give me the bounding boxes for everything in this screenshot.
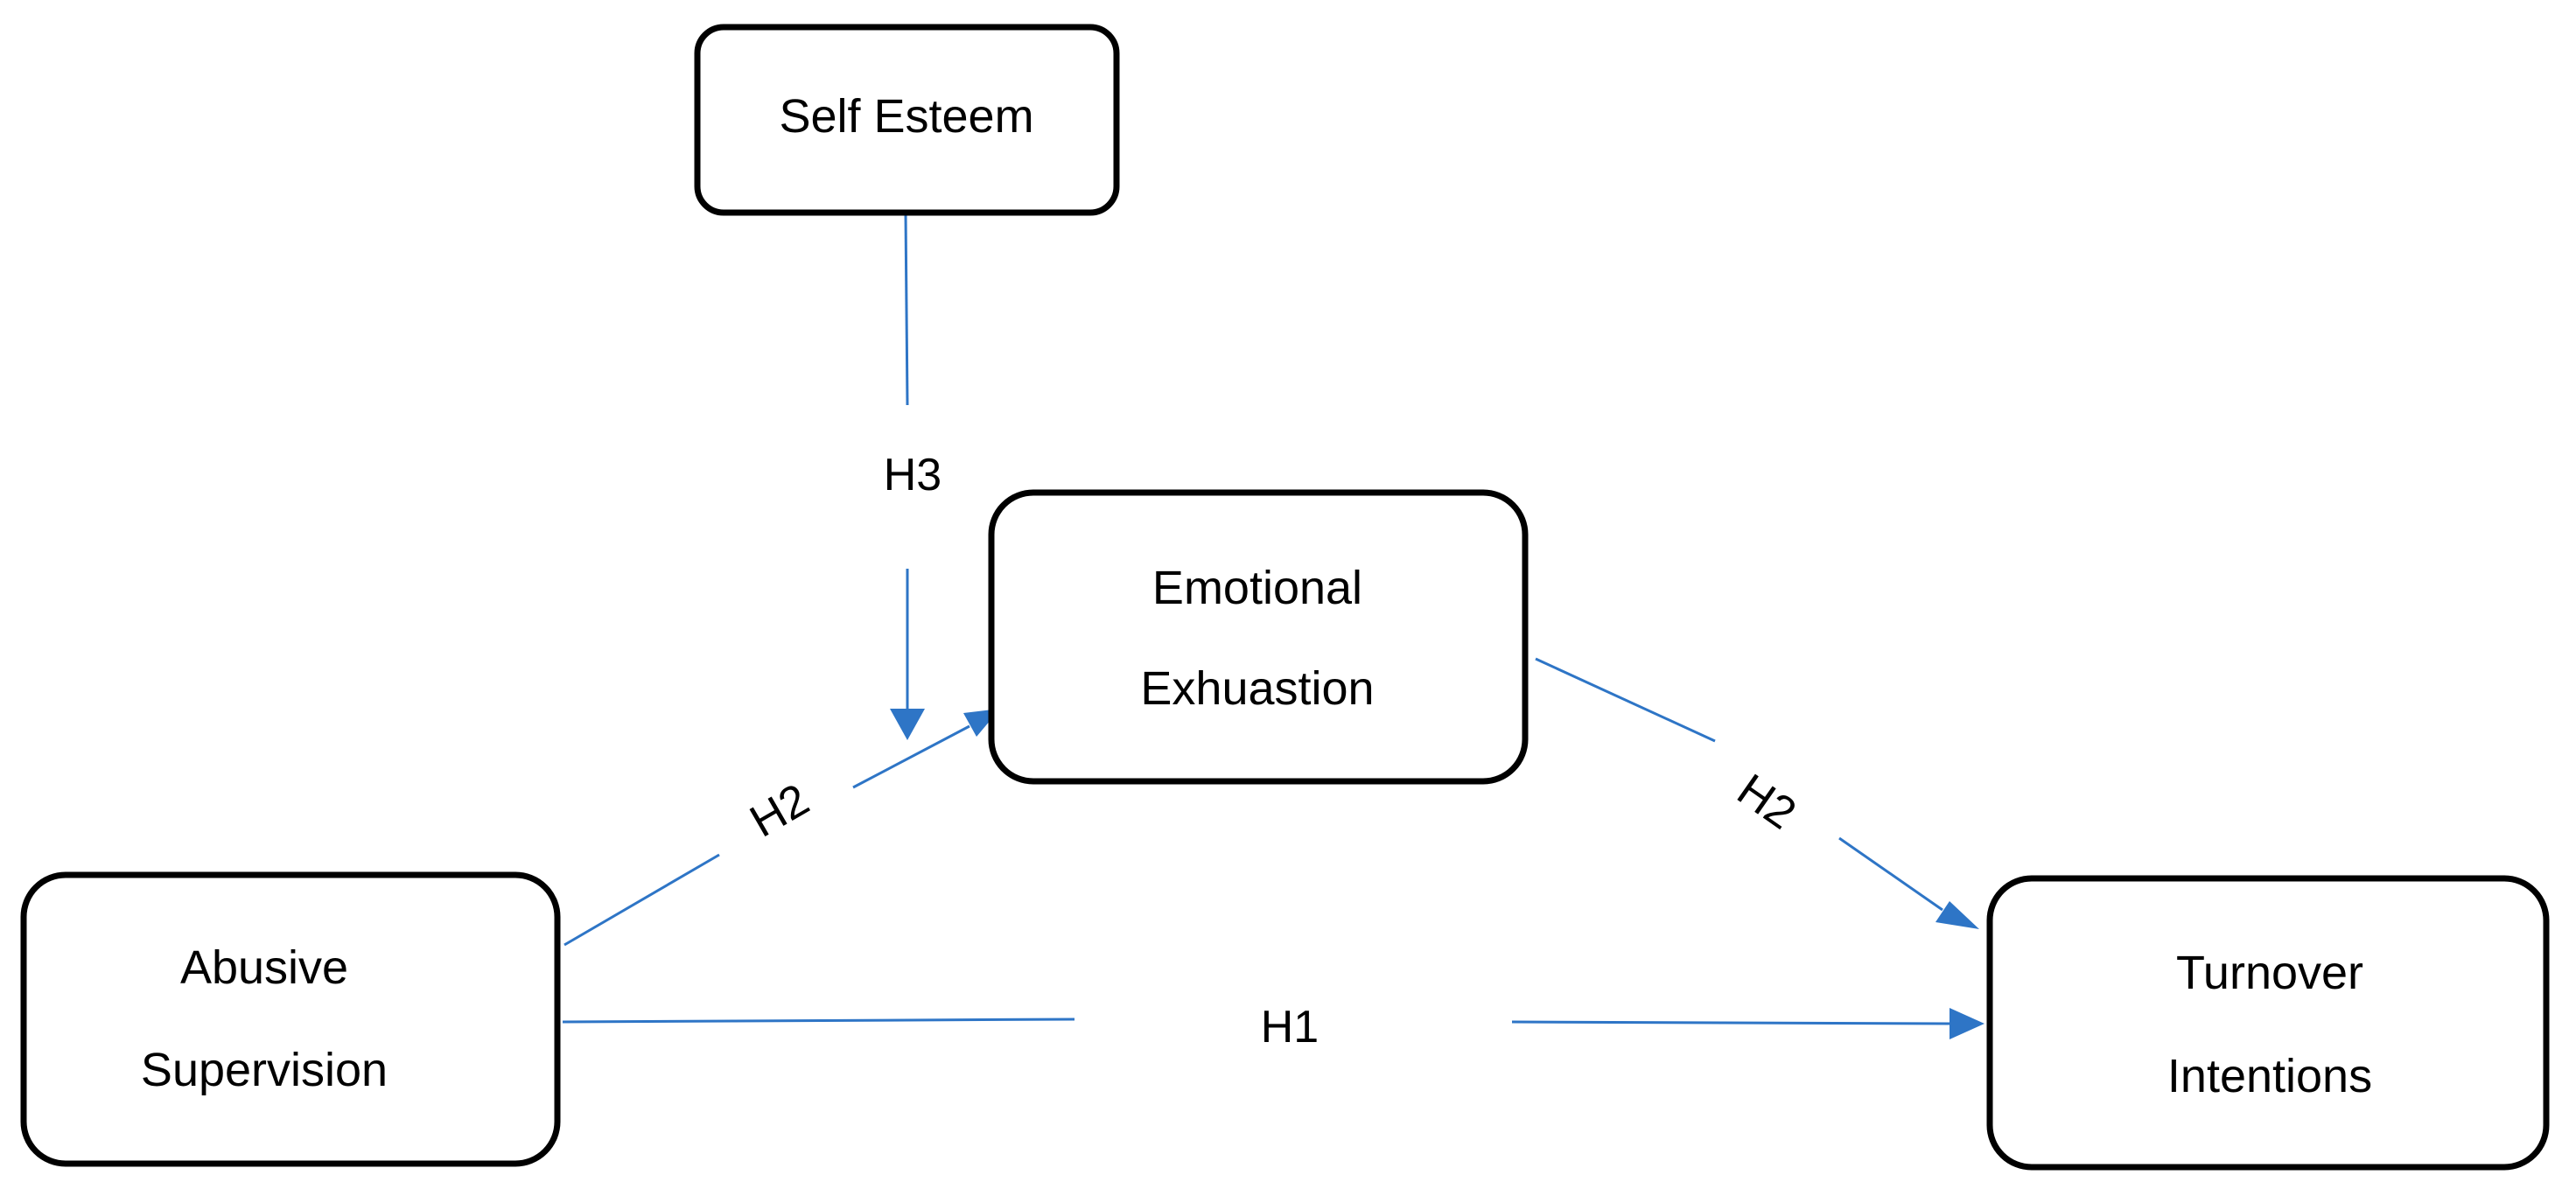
- edge-h2-left-line-upper: [852, 724, 970, 789]
- edge-h1: H1: [562, 1002, 1984, 1053]
- edge-h1-label: H1: [1261, 1002, 1319, 1053]
- edge-h1-arrowhead: [1950, 1008, 1984, 1039]
- node-turnover-intentions-box: [1986, 875, 2550, 1171]
- node-emotional-exhaustion-line1: Emotional: [1152, 562, 1362, 614]
- edge-h2-right: H2: [1535, 657, 1979, 929]
- edge-h1-line-left: [562, 1018, 1075, 1024]
- node-turnover-intentions-line1: Turnover: [2176, 947, 2363, 999]
- edge-h3-arrowhead: [890, 709, 925, 740]
- node-abusive-supervision-line2: Supervision: [141, 1044, 388, 1096]
- node-turnover-intentions: Turnover Intentions: [1986, 875, 2550, 1171]
- node-turnover-intentions-line2: Intentions: [2167, 1050, 2372, 1102]
- edge-h2-left-label: H2: [742, 774, 818, 847]
- edge-h2-right-label: H2: [1728, 765, 1805, 840]
- node-abusive-supervision-box: [20, 871, 561, 1167]
- edge-h2-right-arrowhead: [1936, 901, 1979, 929]
- node-self-esteem-label: Self Esteem: [779, 90, 1033, 143]
- node-abusive-supervision: Abusive Supervision: [20, 871, 561, 1167]
- edge-h3-line-top: [904, 213, 909, 406]
- edge-h3: H3: [884, 213, 942, 740]
- edge-h1-line-right: [1511, 1020, 1950, 1025]
- edge-h2-right-line-upper: [1535, 657, 1716, 743]
- node-emotional-exhaustion-line2: Exhuastion: [1140, 662, 1374, 715]
- node-emotional-exhaustion-box: [988, 489, 1529, 785]
- edge-h2-left: H2: [564, 709, 1000, 947]
- edge-h3-label: H3: [884, 450, 942, 500]
- node-self-esteem-box: [694, 24, 1120, 216]
- edge-h2-right-line-lower: [1838, 836, 1943, 912]
- node-abusive-supervision-line1: Abusive: [180, 941, 348, 994]
- edge-h2-left-line-lower: [564, 853, 720, 947]
- node-self-esteem: Self Esteem: [694, 24, 1120, 216]
- node-emotional-exhaustion: Emotional Exhuastion: [988, 489, 1529, 785]
